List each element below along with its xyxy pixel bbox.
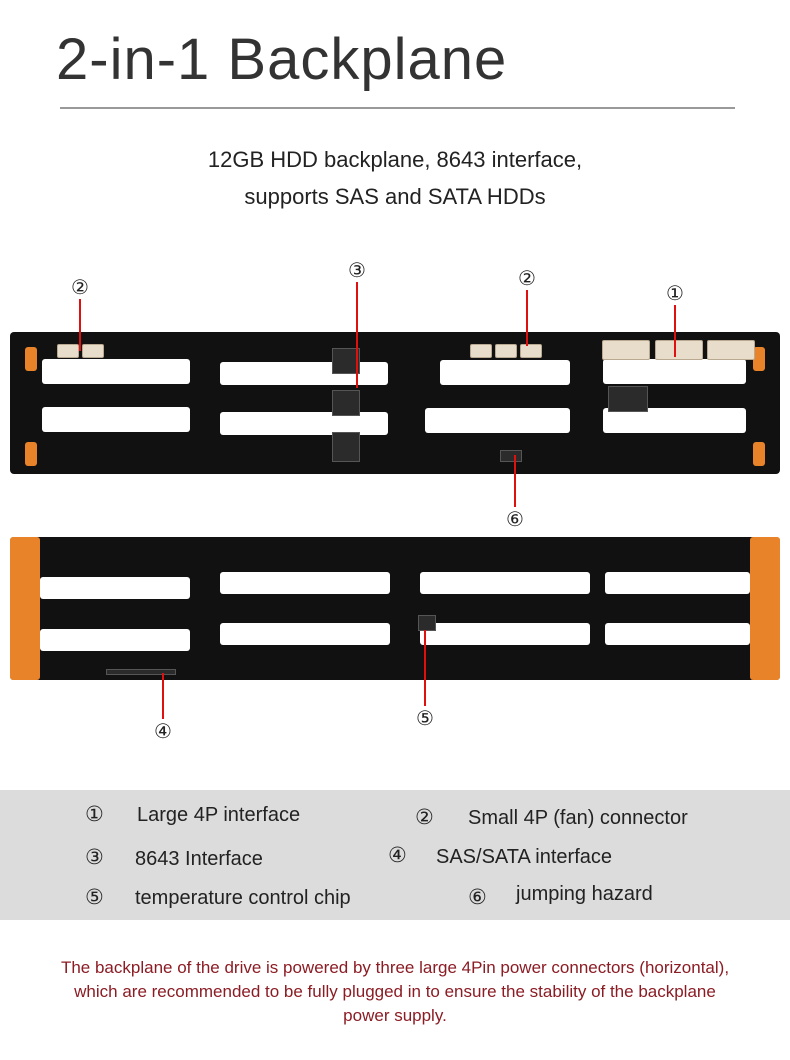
legend-num: ④: [388, 844, 407, 867]
note-line-3: power supply.: [343, 1006, 447, 1025]
callout-line: [526, 290, 528, 346]
legend-num: ⑥: [468, 886, 487, 909]
legend-num: ②: [415, 806, 434, 829]
legend-label: Large 4P interface: [137, 804, 301, 826]
legend-label: 8643 Interface: [135, 848, 263, 870]
subtitle-line-1: 12GB HDD backplane, 8643 interface,: [207, 147, 583, 172]
callout-2-right: ②: [518, 268, 536, 290]
callout-line: [514, 455, 516, 507]
backplane-front-image: [10, 332, 780, 474]
subtitle-line-2: supports SAS and SATA HDDs: [244, 184, 546, 209]
backplane-back-image: [10, 537, 780, 680]
legend-label: Small 4P (fan) connector: [468, 807, 688, 829]
legend-panel: ① Large 4P interface ② Small 4P (fan) co…: [0, 790, 790, 920]
callout-line: [674, 305, 676, 357]
callout-6: ⑥: [506, 509, 524, 531]
callout-line: [79, 299, 81, 351]
callout-line: [356, 282, 358, 388]
callout-4: ④: [154, 721, 172, 743]
legend-num: ①: [85, 803, 104, 826]
callout-line: [162, 673, 164, 719]
callout-5: ⑤: [416, 708, 434, 730]
note-line-1: The backplane of the drive is powered by…: [60, 958, 730, 977]
legend-label: jumping hazard: [516, 883, 653, 905]
title-divider: [60, 107, 735, 109]
callout-2-left: ②: [71, 277, 89, 299]
callout-line: [424, 630, 426, 706]
legend-num: ⑤: [85, 886, 104, 909]
callout-3: ③: [348, 260, 366, 282]
page-title: 2-in-1 Backplane: [56, 27, 508, 92]
callout-1: ①: [666, 283, 684, 305]
note-line-2: which are recommended to be fully plugge…: [74, 982, 716, 1001]
legend-label: temperature control chip: [135, 887, 351, 909]
legend-num: ③: [85, 846, 104, 869]
legend-label: SAS/SATA interface: [436, 846, 613, 868]
